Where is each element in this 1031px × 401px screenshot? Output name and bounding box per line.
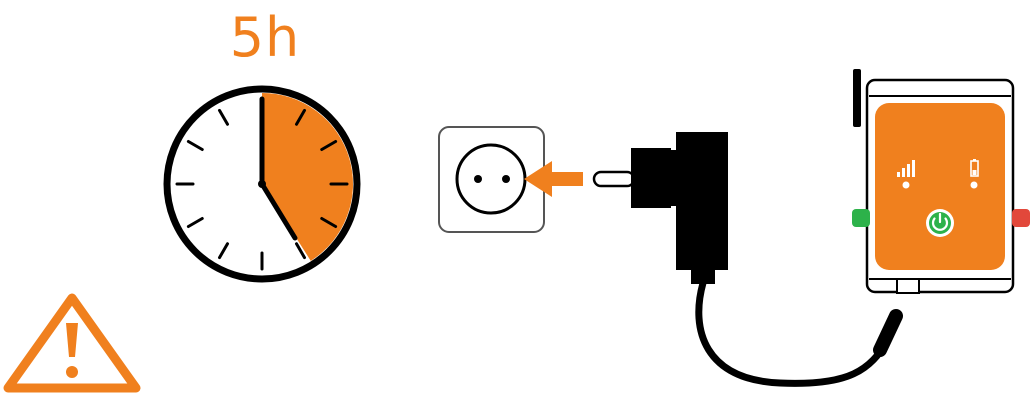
clock-tick xyxy=(218,108,229,126)
green-side-button xyxy=(852,209,870,227)
wall-socket-icon xyxy=(438,126,545,233)
hour-hand xyxy=(259,181,298,241)
battery-icon xyxy=(970,159,979,177)
clock-tick xyxy=(295,242,306,260)
clock-icon xyxy=(163,85,361,283)
power-button-icon xyxy=(926,209,954,237)
clock-tick xyxy=(186,140,204,151)
charge-duration-label: 5h xyxy=(229,6,301,69)
clock-tick xyxy=(218,242,229,260)
clock-tick xyxy=(186,217,204,228)
red-side-button xyxy=(1012,209,1030,227)
clock-ticks xyxy=(175,97,349,271)
clock-tick xyxy=(320,217,338,228)
exclamation-mark xyxy=(66,323,78,357)
warning-triangle-icon xyxy=(3,293,141,393)
signal-bars-icon xyxy=(897,160,915,177)
power-adapter-icon xyxy=(592,132,903,387)
charging-device-icon xyxy=(852,69,1030,294)
device-face xyxy=(875,103,1005,270)
clock-tick xyxy=(320,140,338,151)
arrow-left-icon xyxy=(524,161,583,197)
antenna xyxy=(853,69,861,127)
clock-tick xyxy=(295,108,306,126)
